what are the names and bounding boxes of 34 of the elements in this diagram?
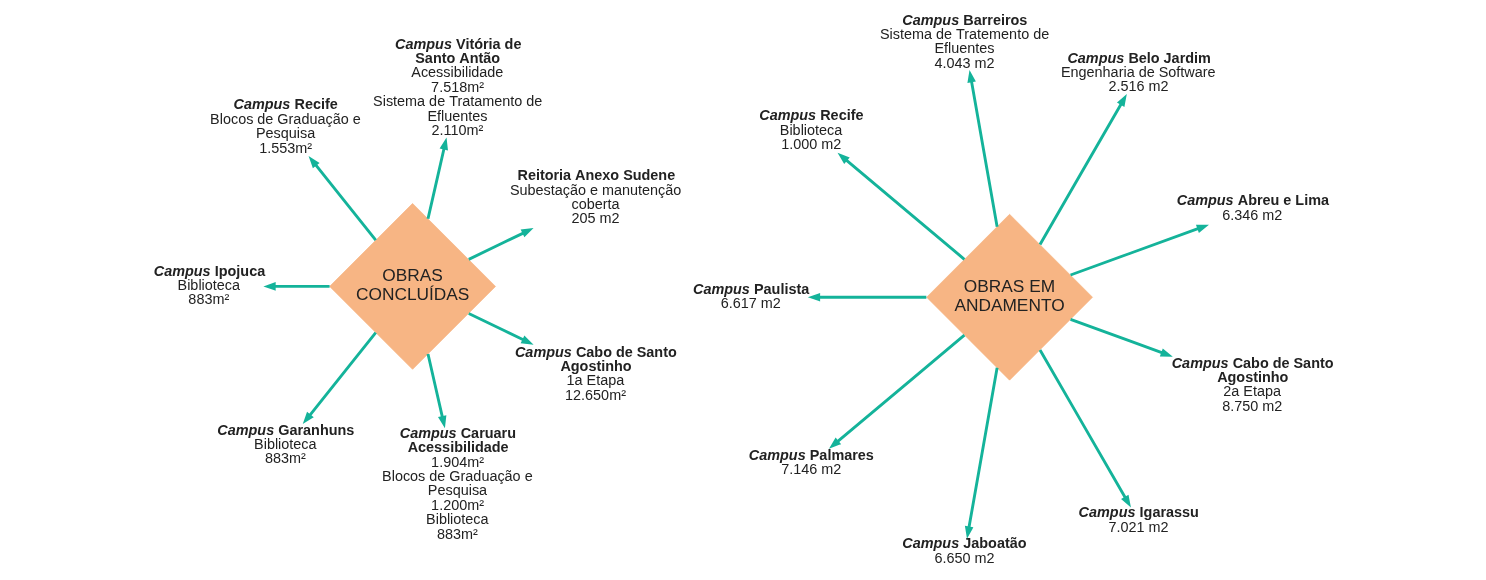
arrow [1038, 349, 1131, 508]
arrow [837, 152, 965, 261]
node-text: Campus Abreu e Lima 6.346 m2 [1176, 192, 1329, 223]
arrow [308, 156, 377, 242]
arrow [426, 353, 446, 429]
arrow [828, 334, 965, 449]
arrow [262, 282, 330, 291]
node-text: Campus Recife Blocos de Graduação e Pesquisa 1.553m² [209, 96, 361, 156]
arrow [426, 137, 448, 220]
node-text: Campus Cabo de Santo Agostinho 2a Etapa 8.750 m2 [1171, 354, 1334, 414]
node-text: Campus Palmares 7.146 m2 [748, 446, 874, 478]
node-text: Campus Jaboatão 6.650 m2 [901, 535, 1027, 566]
arrow [467, 312, 534, 345]
arrow [302, 331, 377, 425]
node-text: Campus Vitória de Santo Antão Acessibilidade 7.518m² Sistema de Tratamento de Efluentes 2.110m² [372, 35, 542, 139]
node-text: Campus Caruaru Acessibilidade 1.904m² Blocos de Graduação e Pesquisa 1.200m² Biblioteca 883m² [381, 424, 533, 542]
node-text: Campus Belo Jardim Engenharia de Software 2.516 m2 [1060, 49, 1216, 95]
arrow [807, 292, 926, 302]
node-text: Campus Ipojuca Biblioteca 883m² [153, 262, 265, 308]
node-text: Reitoria Anexo Sudene Subestação e manutenção coberta 205 m2 [509, 167, 681, 227]
arrow [467, 228, 534, 261]
node-diamond: OBRAS EM ANDAMENTO [925, 213, 1093, 381]
node-text: Campus Igarassu 7.021 m2 [1078, 504, 1199, 535]
arrow [1038, 94, 1127, 246]
node-diamond: OBRAS CONCLUÍDAS [328, 203, 496, 370]
node-text: Campus Barreiros Sistema de Tratemento de Efluentes 4.043 m2 [879, 11, 1049, 71]
node-text: Campus Garanhuns Biblioteca 883m² [216, 421, 354, 467]
node-text: Campus Recife Biblioteca 1.000 m2 [758, 107, 863, 153]
arrow [1069, 224, 1209, 277]
node-text: Campus Cabo de Santo Agostinho 1a Etapa 12.650m² [514, 343, 677, 403]
node-text: Campus Paulista 6.617 m2 [692, 280, 809, 312]
arrow [1069, 318, 1173, 357]
arrow [964, 367, 999, 539]
arrow [966, 70, 999, 227]
